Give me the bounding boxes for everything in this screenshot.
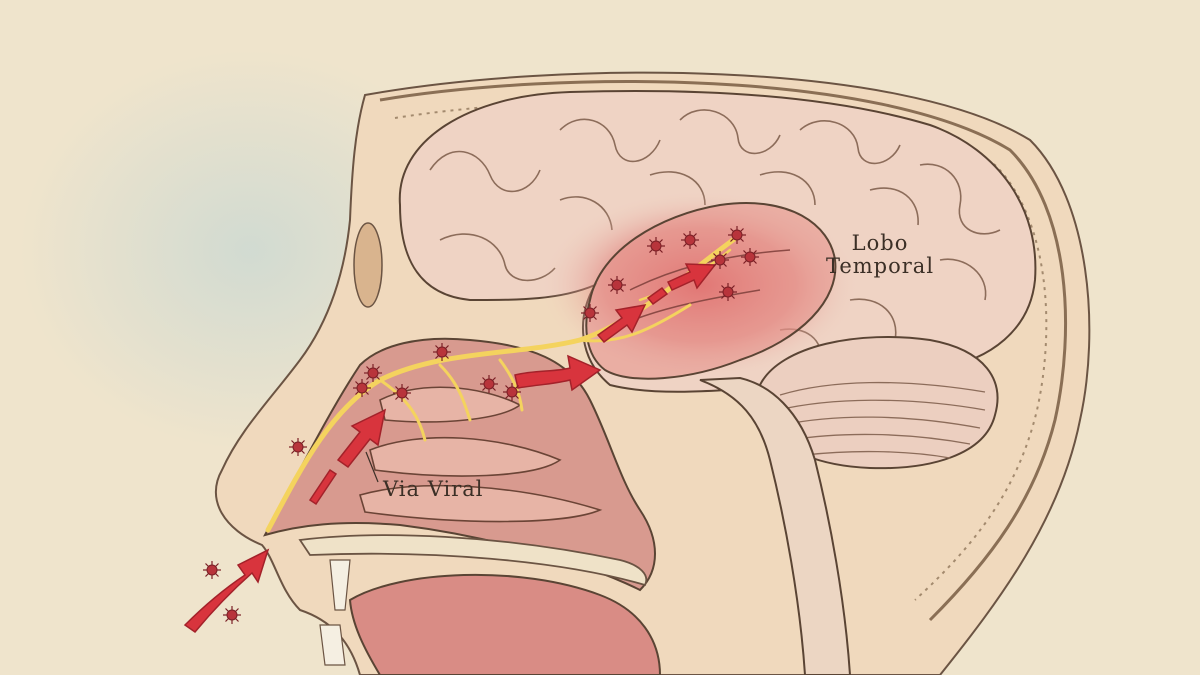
teeth [319, 559, 351, 666]
viral-route-arrows [183, 263, 717, 634]
virus-icon [502, 382, 522, 402]
nasal-turbinates [359, 386, 603, 523]
arrow-icon [646, 286, 669, 306]
arrow-icon [514, 354, 602, 392]
virus-icon [710, 250, 730, 270]
via-viral-leader [365, 451, 379, 483]
virus-icon [432, 342, 452, 362]
skull-outer [379, 80, 1068, 622]
arrow-icon [183, 548, 270, 634]
virus-icon [222, 605, 242, 625]
tongue [348, 573, 662, 675]
virus-icon [646, 236, 666, 256]
virus-icon [740, 247, 760, 267]
virus-icon [680, 230, 700, 250]
frontal-sinus [353, 222, 383, 308]
virus-icon [479, 374, 499, 394]
hard-palate [298, 534, 648, 587]
virus-icon [352, 378, 372, 398]
cerebellum-folia [777, 381, 986, 459]
virus-icon [727, 225, 747, 245]
virus-icon [202, 560, 222, 580]
temporal-lobe-label-line2: Temporal [825, 254, 935, 279]
virus-icon [363, 363, 383, 383]
arrow-icon [336, 408, 387, 469]
temporal-lobe-label: Lobo Temporal [800, 231, 960, 279]
arrow-icon [666, 263, 717, 291]
arrow-icon [308, 468, 338, 506]
temporal-lobe [585, 202, 837, 380]
virus-icon [392, 383, 412, 403]
virus-icon [718, 282, 738, 302]
virus-icon [607, 275, 627, 295]
temporal-lobe-label-line1: Lobo [851, 231, 909, 255]
arrow-icon [596, 304, 647, 344]
viral-route-label: Via Viral [383, 477, 484, 501]
virus-icon [288, 437, 308, 457]
virus-icon [580, 303, 600, 323]
